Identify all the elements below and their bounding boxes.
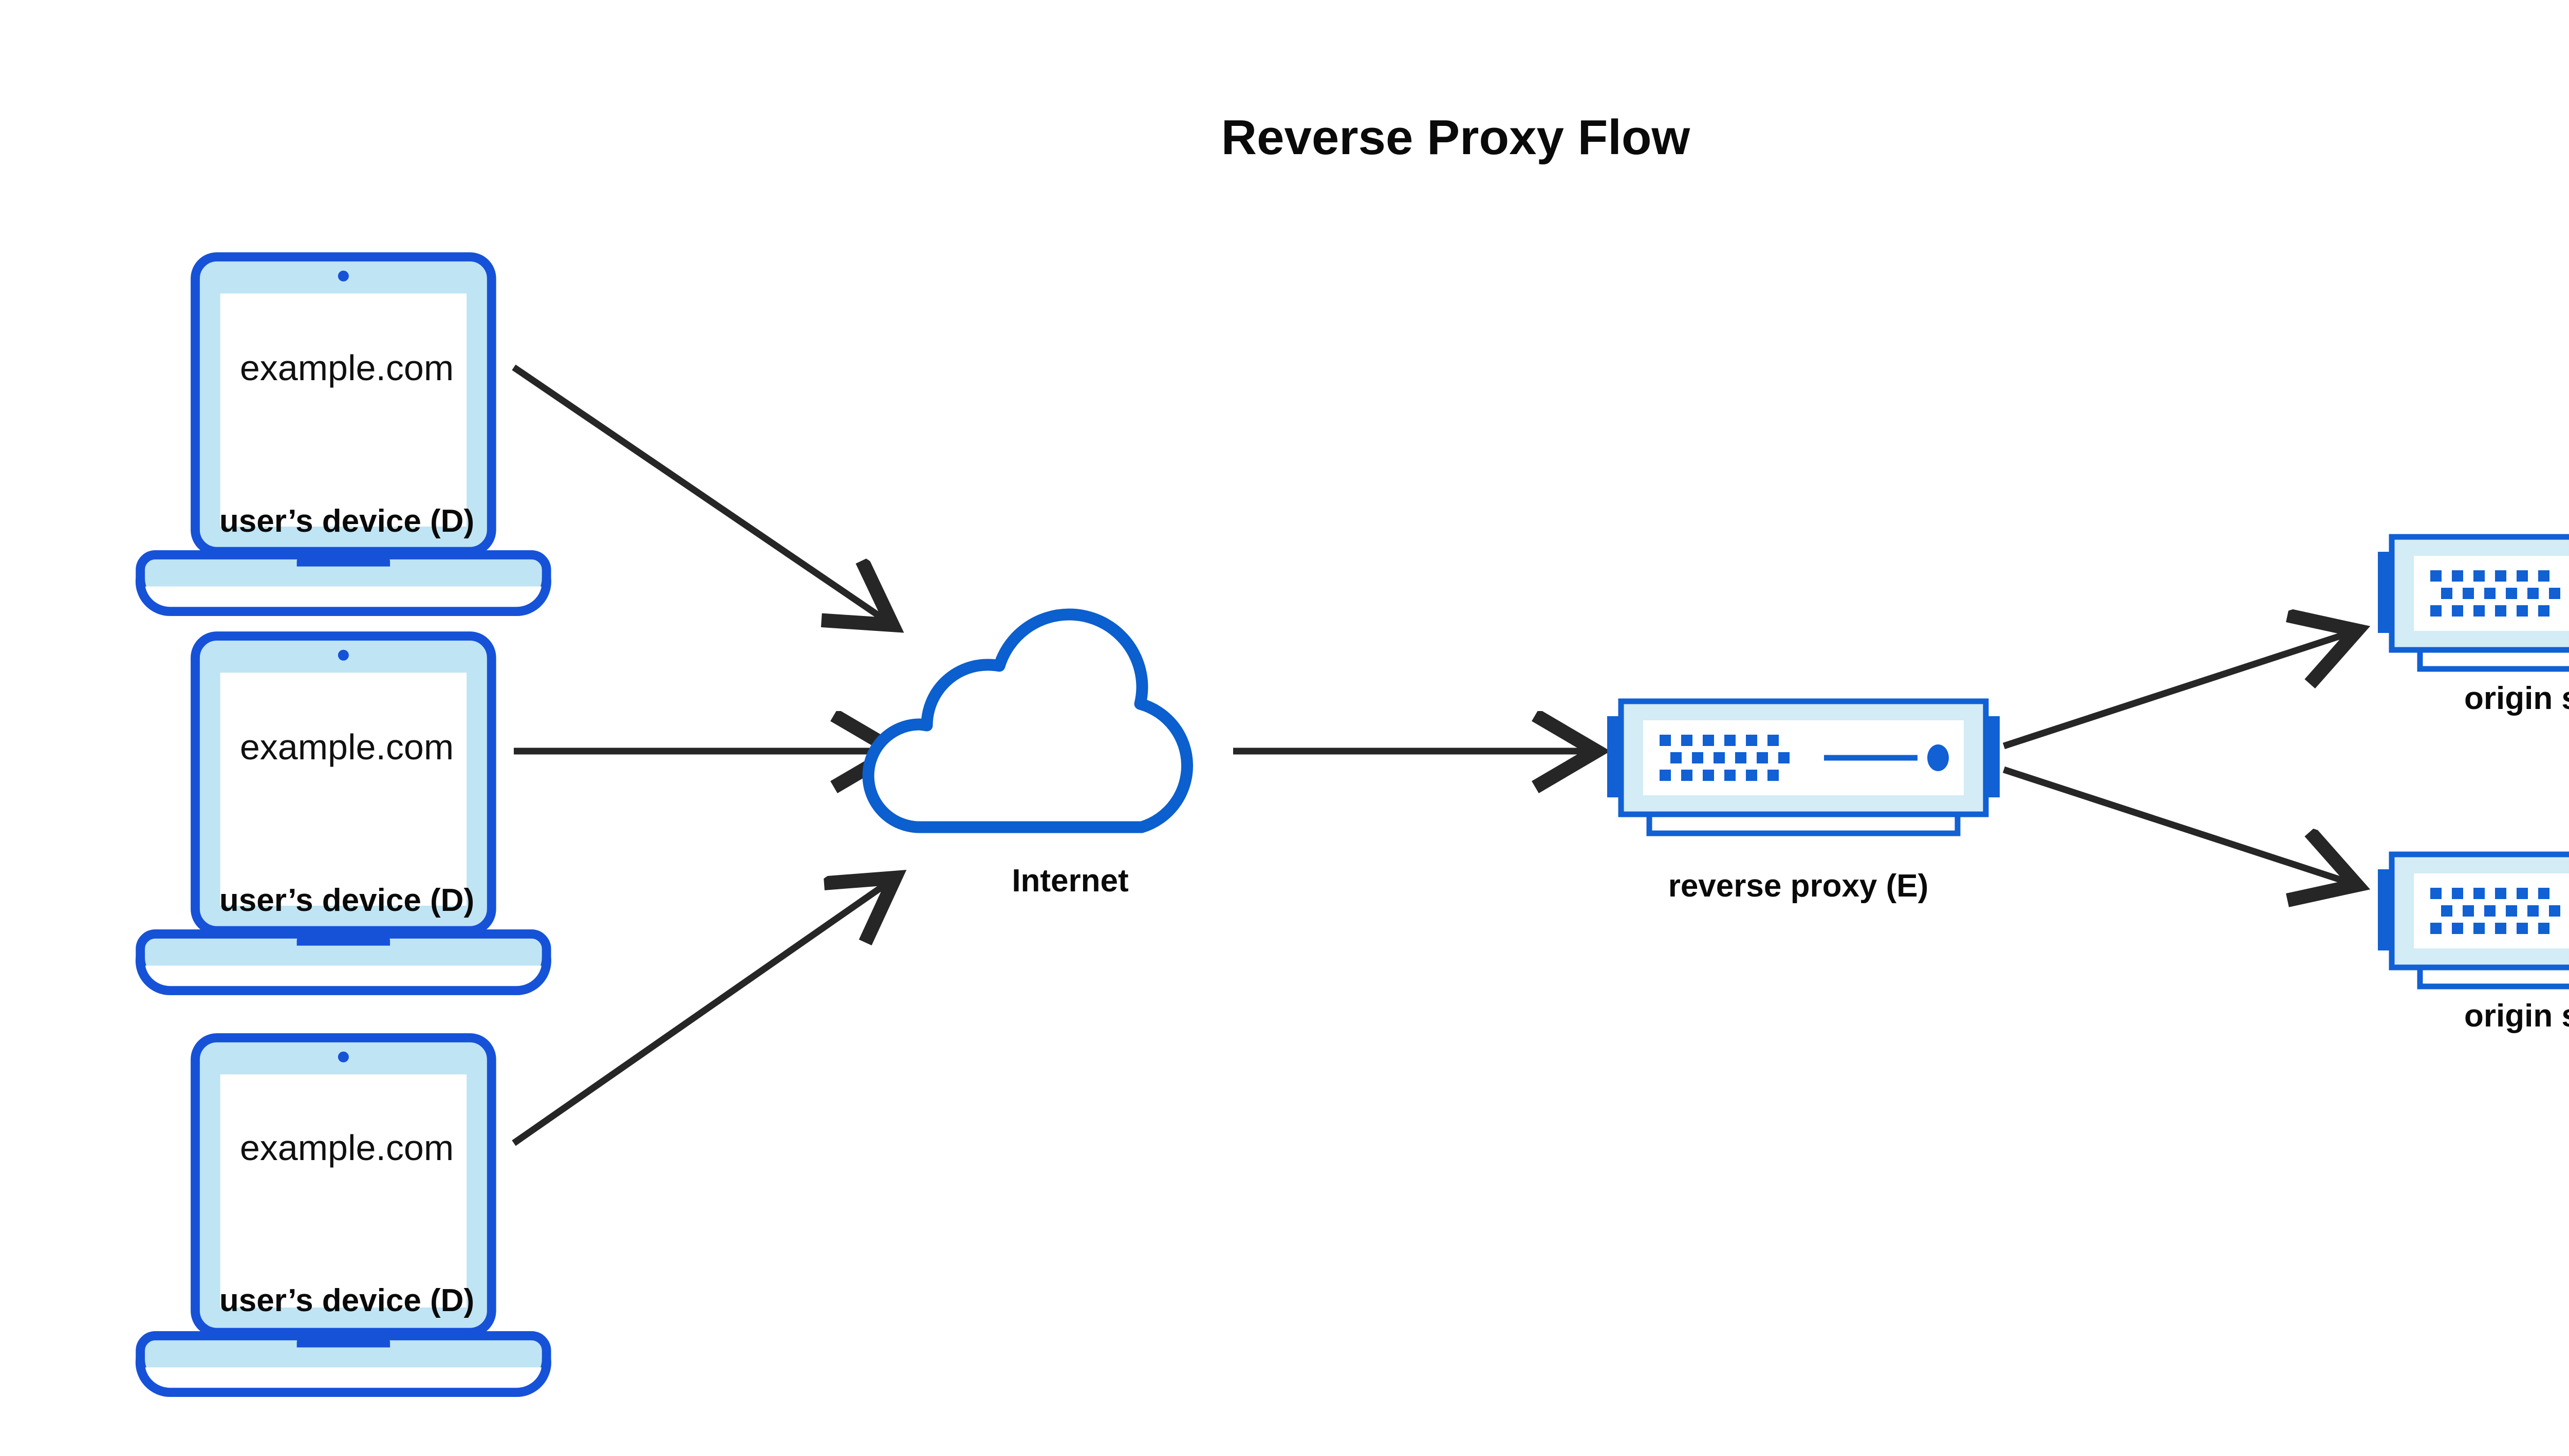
page-title: Reverse Proxy Flow (1221, 110, 1690, 165)
device-screen-url: example.com (240, 348, 454, 388)
edge-proxy-to-origin2 (2002, 766, 2356, 885)
laptop-icon (140, 636, 547, 991)
device-label: user’s device (D) (219, 1283, 474, 1318)
device-label: user’s device (D) (219, 883, 474, 918)
server-icon (2378, 854, 2569, 986)
cloud-label: Internet (1012, 863, 1128, 899)
device-screen-url: example.com (240, 727, 454, 767)
cloud-icon (862, 608, 1193, 833)
laptop-icon (140, 1038, 547, 1392)
device-label: user’s device (D) (219, 503, 474, 539)
node-user-device-1[interactable]: example.com user’s device (D) (140, 257, 547, 611)
edge-proxy-to-origin1 (2002, 631, 2356, 750)
server-icon (1607, 701, 2000, 833)
node-user-device-2[interactable]: example.com user’s device (D) (140, 636, 547, 991)
edge-layer (512, 364, 2356, 1146)
device-screen-url: example.com (240, 1128, 454, 1168)
edge-device1-to-internet (512, 364, 891, 624)
node-user-device-3[interactable]: example.com user’s device (D) (140, 1038, 547, 1392)
server-label: reverse proxy (E) (1668, 868, 1929, 904)
node-internet[interactable]: Internet (862, 608, 1193, 899)
edge-device3-to-internet (512, 879, 894, 1146)
server-icon (2378, 537, 2569, 669)
node-reverse-proxy[interactable]: reverse proxy (E) (1607, 701, 2000, 904)
laptop-icon (140, 257, 547, 611)
server-label: origin server (F) (2464, 998, 2569, 1034)
server-label: origin server (F) (2464, 681, 2569, 716)
node-origin-server-2[interactable]: origin server (F) (2378, 854, 2569, 1034)
node-origin-server-1[interactable]: origin server (F) (2378, 537, 2569, 716)
